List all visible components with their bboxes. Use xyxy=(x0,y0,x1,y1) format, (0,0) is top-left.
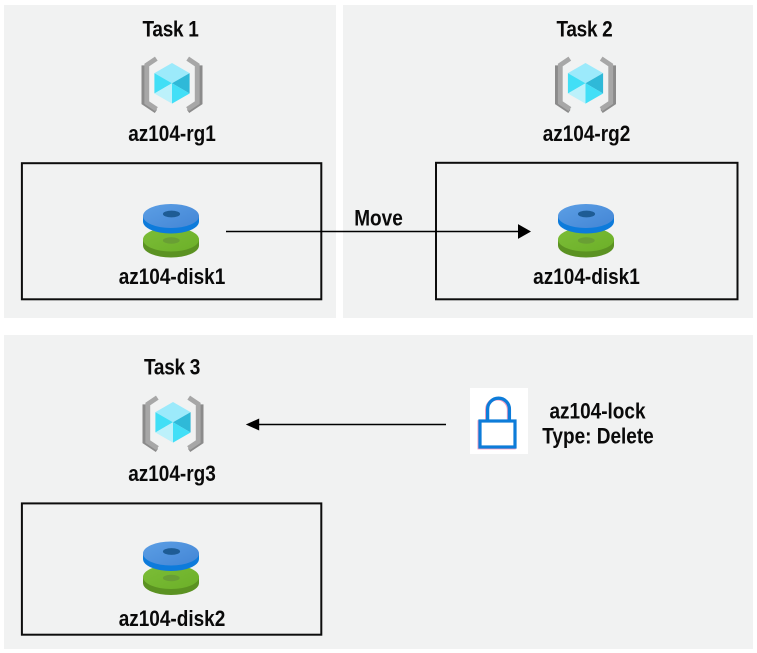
svg-text:az104-disk1: az104-disk1 xyxy=(533,265,640,290)
svg-text:az104-rg3: az104-rg3 xyxy=(128,461,216,486)
svg-text:Task 1: Task 1 xyxy=(143,17,199,42)
svg-text:az104-rg1: az104-rg1 xyxy=(128,121,216,146)
svg-text:az104-lock: az104-lock xyxy=(549,399,645,424)
svg-text:Task 2: Task 2 xyxy=(557,17,613,42)
svg-text:Move: Move xyxy=(354,206,403,231)
svg-text:Type: Delete: Type: Delete xyxy=(542,424,653,449)
svg-text:az104-disk2: az104-disk2 xyxy=(119,607,226,632)
svg-text:az104-disk1: az104-disk1 xyxy=(119,265,226,290)
svg-text:Task 3: Task 3 xyxy=(144,355,200,380)
svg-text:az104-rg2: az104-rg2 xyxy=(543,121,631,146)
